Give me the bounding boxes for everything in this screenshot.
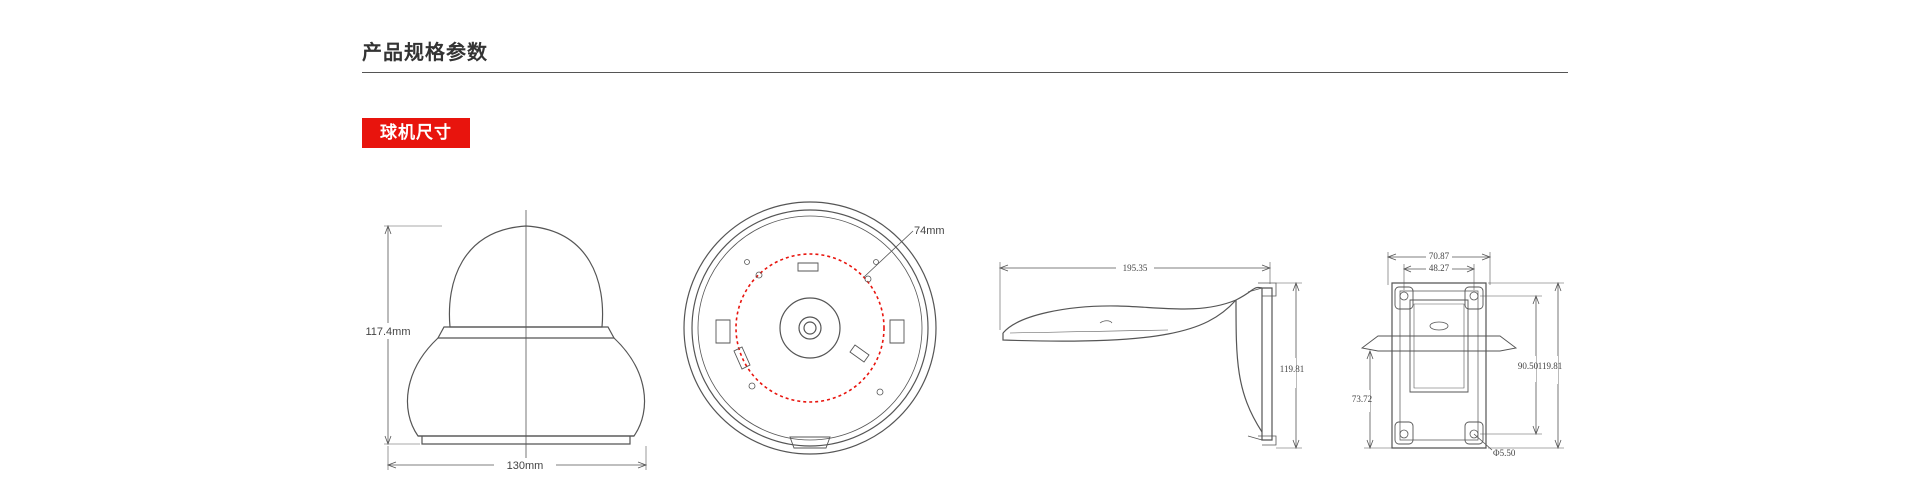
mount-circle xyxy=(735,253,885,403)
base-bottom-view: 74mm xyxy=(683,201,945,455)
dome-side-view: 117.4mm 130mm xyxy=(360,210,648,472)
bracket-length-label: 195.35 xyxy=(1123,263,1148,273)
bracket-wall-plate xyxy=(1261,287,1273,441)
plate-hole-diameter-label: Φ5.50 xyxy=(1493,448,1516,458)
plate-front-view: 70.87 48.27 90.50 119.81 73.72 Φ5.50 xyxy=(1352,251,1564,458)
page-title: 产品规格参数 xyxy=(362,42,488,64)
bracket-arm xyxy=(1002,286,1263,334)
plate-body xyxy=(1391,282,1487,449)
bracket-height-label: 119.81 xyxy=(1280,364,1304,374)
plate-hole-spacing-label: 90.50 xyxy=(1518,361,1539,371)
plate-inner-width-label: 48.27 xyxy=(1429,263,1450,273)
bracket-side-view: 195.35 119.81 xyxy=(998,262,1304,450)
dome-base xyxy=(421,436,631,445)
dome-width-label: 130mm xyxy=(507,460,544,472)
section-badge: 球机尺寸 xyxy=(362,118,470,148)
dome-height-label: 117.4mm xyxy=(365,326,410,338)
base-circle-label: 74mm xyxy=(914,225,945,237)
title-divider xyxy=(362,72,1568,73)
plate-height-label: 119.81 xyxy=(1538,361,1562,371)
plate-outer-width-label: 70.87 xyxy=(1429,251,1450,261)
plate-lower-label: 73.72 xyxy=(1352,394,1372,404)
